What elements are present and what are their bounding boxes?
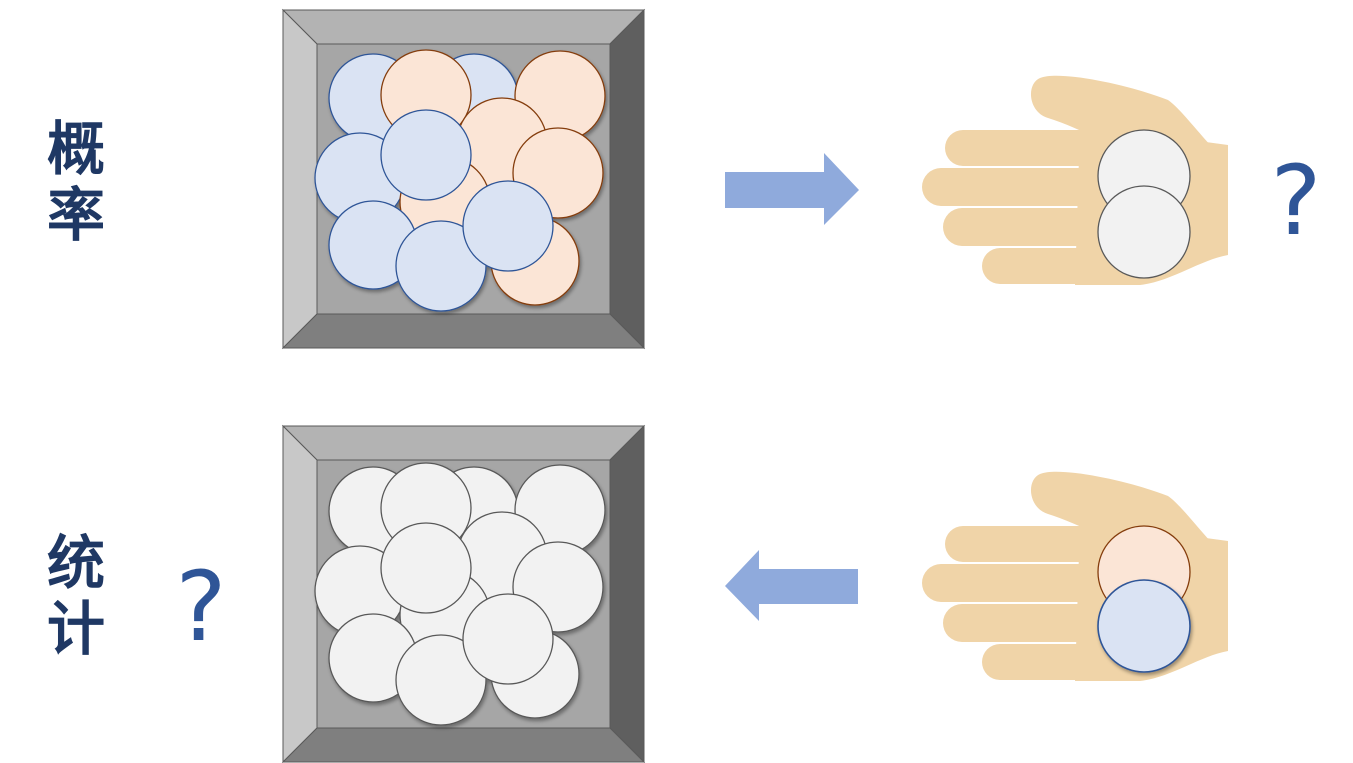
label-char: 概 (46, 115, 105, 183)
arrow-left-icon (725, 550, 858, 621)
question-mark-top: ? (1271, 145, 1322, 257)
question-mark-bottom: ? (176, 551, 227, 663)
ball-blue (380, 109, 472, 201)
hand-top-balls (1097, 129, 1191, 279)
ball-blue (1097, 579, 1191, 673)
ball-blue (395, 220, 487, 312)
label-char: 率 (46, 181, 105, 249)
hand-bottom-balls (1097, 525, 1191, 673)
label-char: 计 (46, 595, 105, 663)
ball-blue (462, 180, 554, 272)
bottom-box-balls (314, 462, 606, 726)
ball-gray (380, 522, 472, 614)
label-probability: 概 率 (41, 116, 111, 248)
ball-gray (1097, 185, 1191, 279)
label-statistics: 统 计 (41, 530, 111, 662)
ball-gray (395, 634, 487, 726)
top-box-balls (314, 49, 606, 312)
arrow-right-icon (725, 153, 859, 225)
ball-gray (462, 593, 554, 685)
label-char: 统 (46, 529, 105, 597)
